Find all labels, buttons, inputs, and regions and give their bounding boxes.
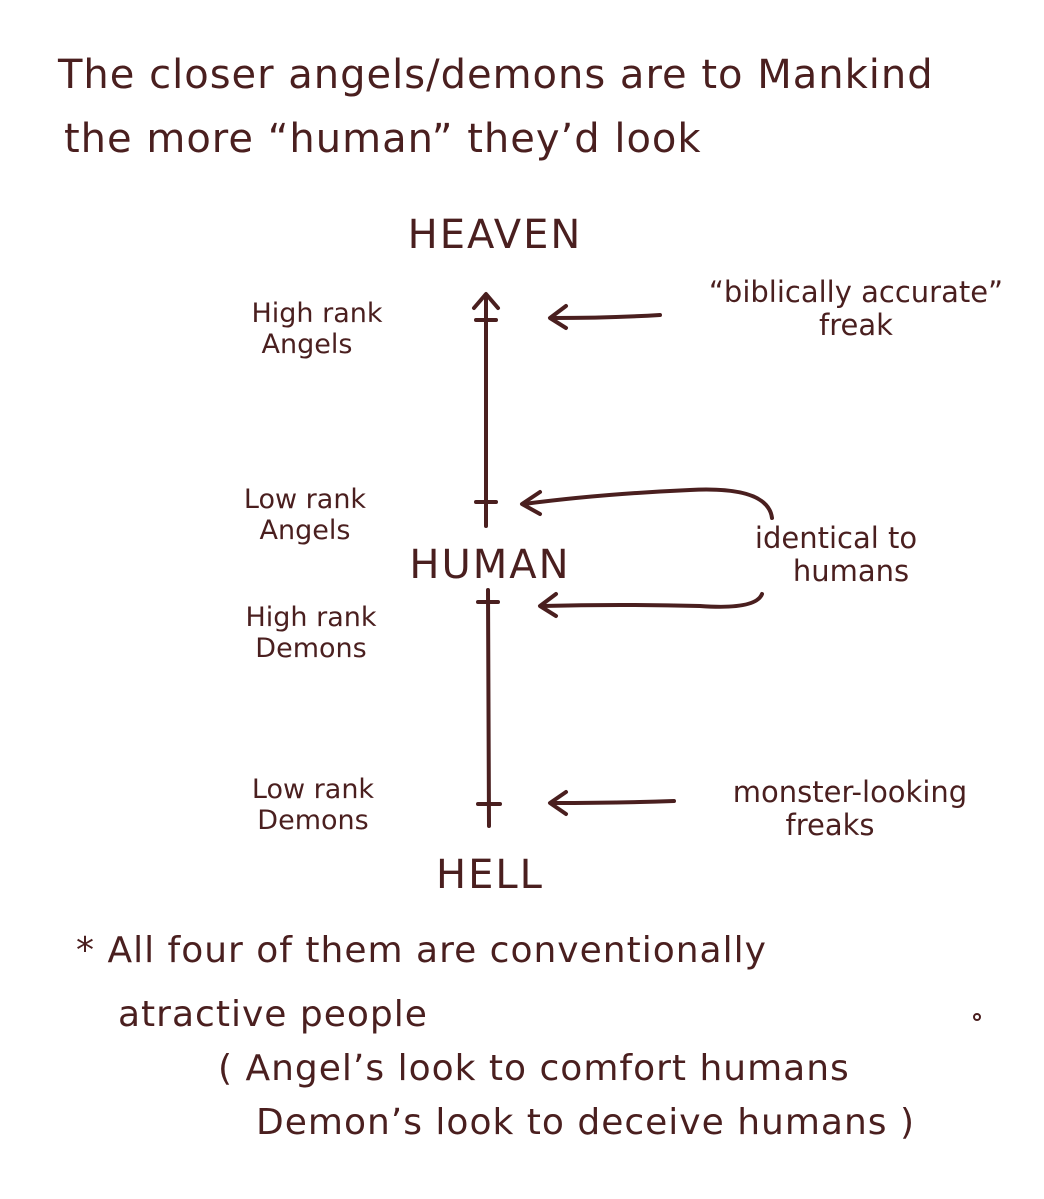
- arrow-monster: [550, 799, 676, 805]
- rank-high-angels-line1: High rank: [251, 298, 383, 329]
- rank-high-angels: High rank Angels: [222, 298, 412, 360]
- hell-label: HELL: [436, 852, 544, 898]
- arrow-identical-demons-head: [538, 592, 558, 618]
- rank-high-demons-line2: Demons: [255, 633, 367, 665]
- rank-low-demons-line1: Low rank: [251, 774, 375, 805]
- arrow-biblical: [550, 313, 662, 320]
- lower-scale-line: [486, 588, 491, 828]
- footnote-line-3: ( Angel’s look to comfort humans: [218, 1048, 850, 1089]
- rank-high-angels-line2: Angels: [261, 329, 353, 361]
- header-line-1: The closer angels/demons are to Mankind: [58, 52, 934, 98]
- rank-low-angels-line1: Low rank: [243, 484, 367, 515]
- arrow-identical-angels-head: [520, 490, 542, 516]
- rank-low-demons-line2: Demons: [257, 805, 369, 837]
- arrow-biblical-head: [548, 304, 568, 330]
- note-biblical: “biblically accurate” freak: [676, 275, 1036, 343]
- arrow-monster-head: [548, 790, 568, 816]
- rank-low-angels: Low rank Angels: [210, 484, 400, 546]
- arrow-identical-demons: [540, 592, 764, 609]
- footnote-line-4: Demon’s look to deceive humans ): [256, 1102, 916, 1143]
- note-biblical-line1: “biblically accurate”: [708, 275, 1004, 309]
- stray-dot: [973, 1013, 981, 1021]
- note-monster: monster-looking freaks: [700, 775, 1000, 843]
- top-arrowhead: [472, 292, 500, 310]
- note-identical-line2: humans: [792, 554, 910, 589]
- footnote-line-2: atractive people: [118, 994, 428, 1035]
- note-identical: identical to humans: [716, 521, 956, 589]
- rank-high-demons-line1: High rank: [245, 602, 377, 633]
- rank-low-angels-line2: Angels: [259, 515, 351, 547]
- note-monster-line1: monster-looking: [732, 775, 968, 809]
- note-biblical-line2: freak: [819, 308, 893, 343]
- note-monster-line2: freaks: [785, 808, 875, 843]
- human-label: HUMAN: [409, 542, 571, 588]
- rank-high-demons: High rank Demons: [216, 602, 406, 664]
- heaven-label: HEAVEN: [407, 212, 583, 258]
- note-identical-line1: identical to: [754, 521, 918, 555]
- arrow-identical-angels: [522, 487, 774, 520]
- header-line-2: the more “human” they’d look: [64, 116, 702, 162]
- rank-low-demons: Low rank Demons: [218, 774, 408, 836]
- footnote-line-1: * All four of them are conventionally: [76, 930, 767, 971]
